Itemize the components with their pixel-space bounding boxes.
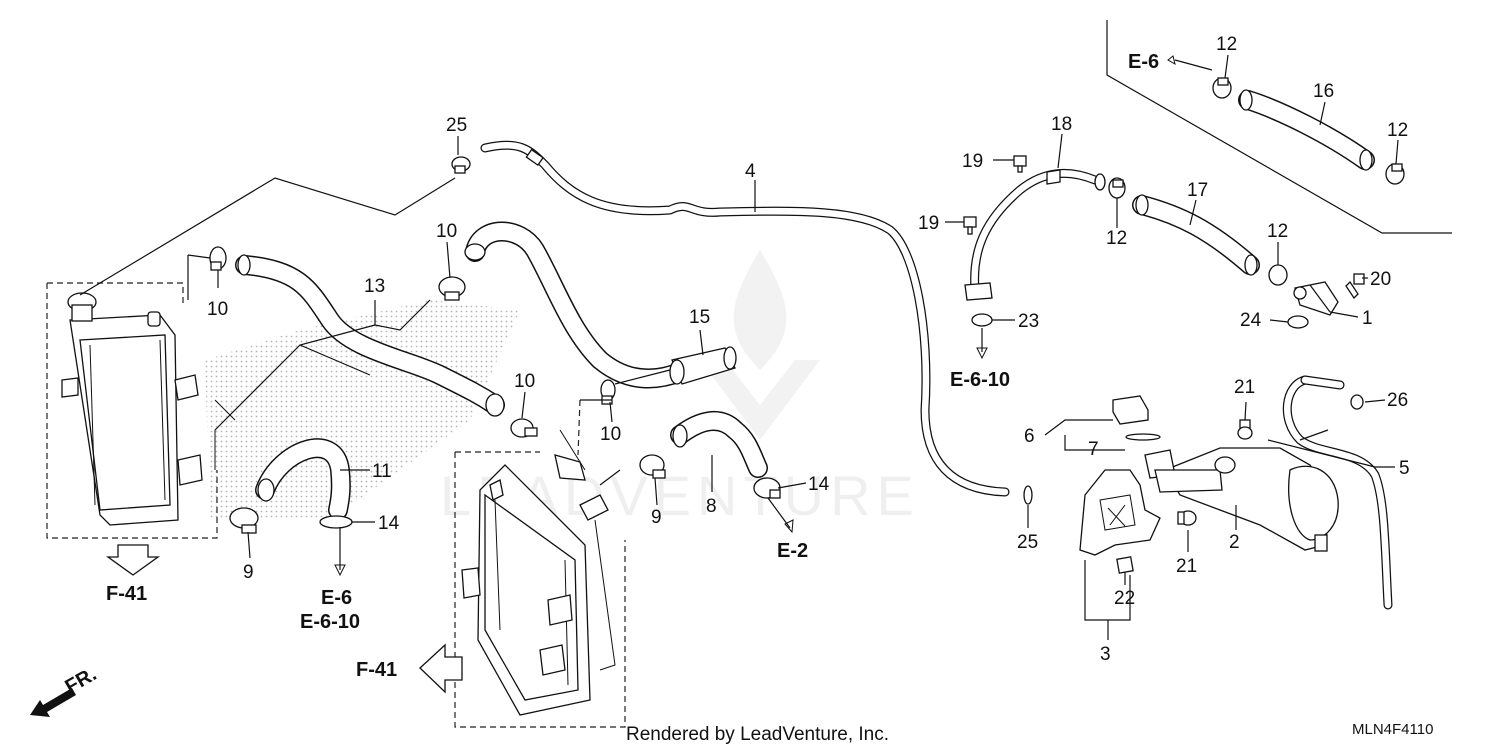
callout-10: 10 xyxy=(600,424,621,445)
ref-e6-top: E-6 xyxy=(1128,51,1159,73)
oring-23 xyxy=(971,313,993,327)
hose-13 xyxy=(235,254,505,417)
bolt-21a xyxy=(1237,419,1253,440)
f41-center-arrow: F-41 xyxy=(356,643,463,694)
diagram-code: MLN4F4110 xyxy=(1352,721,1433,738)
clip-22 xyxy=(1116,556,1134,574)
ref-e6-10-right: E-6-10 xyxy=(950,369,1010,391)
callout-10: 10 xyxy=(207,299,228,320)
callout-16: 16 xyxy=(1313,81,1334,102)
clip-25b xyxy=(1023,485,1033,505)
ref-e2: E-2 xyxy=(777,540,808,562)
clamp-12a xyxy=(1212,77,1232,99)
hose-16 xyxy=(1238,89,1375,171)
callout-12: 12 xyxy=(1216,34,1237,55)
front-direction-marker: FR. xyxy=(30,663,100,717)
clamp-12c xyxy=(1108,177,1126,199)
ref-f41-center: F-41 xyxy=(356,659,397,681)
hose-17 xyxy=(1132,194,1260,276)
callout-9: 9 xyxy=(651,507,662,528)
callout-1: 1 xyxy=(1362,308,1373,329)
hose-4 xyxy=(480,140,1010,497)
reference-labels: E-6 E-6-10 E-2 E-6 E-6-10 xyxy=(300,51,1159,633)
callout-4: 4 xyxy=(745,161,756,182)
bolt-19b xyxy=(963,216,977,235)
callout-26: 26 xyxy=(1387,390,1408,411)
clamps-right xyxy=(963,77,1405,329)
ref-e6-10-bottom: E-6-10 xyxy=(300,611,360,633)
callout-10: 10 xyxy=(514,371,535,392)
clamp-26 xyxy=(1350,394,1364,410)
bracket-3 xyxy=(1079,469,1161,556)
callout-25: 25 xyxy=(1017,532,1038,553)
callout-19: 19 xyxy=(962,151,983,172)
callout-25: 25 xyxy=(446,115,467,136)
callout-9: 9 xyxy=(243,562,254,583)
clamp-25a xyxy=(451,156,471,174)
callout-12: 12 xyxy=(1106,228,1127,249)
callout-8: 8 xyxy=(706,496,717,517)
hose-8 xyxy=(670,410,768,478)
cap-6 xyxy=(1112,395,1161,441)
reserve-tank-assembly xyxy=(1144,447,1339,552)
bolt-20 xyxy=(1345,273,1365,300)
hose-15 xyxy=(669,346,737,385)
callout-3: 3 xyxy=(1100,644,1111,665)
hose-11 xyxy=(255,438,351,520)
callout-2: 2 xyxy=(1229,532,1240,553)
callout-numbers: 25 10 10 10 10 13 15 4 11 14 9 9 8 14 12… xyxy=(207,34,1410,665)
footer-credit: Rendered by LeadVenture, Inc. xyxy=(626,724,889,745)
clamp-14a xyxy=(319,515,353,529)
callout-7: 7 xyxy=(1088,439,1099,460)
callout-18: 18 xyxy=(1051,114,1072,135)
clamp-12b xyxy=(1385,163,1405,185)
callout-14: 14 xyxy=(808,474,830,495)
clamp-10c xyxy=(510,418,538,438)
tube-5 xyxy=(1282,375,1393,610)
clamp-14b xyxy=(753,477,781,499)
callout-15: 15 xyxy=(689,307,710,328)
f41-left-arrow: F-41 xyxy=(105,544,161,605)
callout-5: 5 xyxy=(1399,458,1410,479)
clamp-10b xyxy=(438,276,466,301)
callout-6: 6 xyxy=(1024,426,1035,447)
boxed-area-16 xyxy=(1106,20,1452,234)
callout-12: 12 xyxy=(1387,120,1408,141)
pipe-1 xyxy=(1293,281,1339,316)
callout-19: 19 xyxy=(918,213,939,234)
leader-lines xyxy=(187,54,1399,640)
callout-14: 14 xyxy=(378,513,400,534)
callout-20: 20 xyxy=(1370,269,1391,290)
clamp-9a xyxy=(229,507,259,534)
clamp-9b xyxy=(639,454,666,479)
clamps-left xyxy=(209,156,781,534)
callout-22: 22 xyxy=(1114,588,1135,609)
callout-10: 10 xyxy=(436,221,457,242)
center-radiator xyxy=(454,399,626,728)
callout-12: 12 xyxy=(1267,221,1288,242)
left-radiator xyxy=(46,282,236,539)
clamp-12d xyxy=(1268,264,1288,286)
callout-24: 24 xyxy=(1240,310,1262,331)
ref-e6-bottom: E-6 xyxy=(321,587,352,609)
callout-21: 21 xyxy=(1234,377,1255,398)
callout-21: 21 xyxy=(1176,556,1197,577)
upper-radiator-hose xyxy=(464,221,690,389)
clamp-10a xyxy=(209,246,227,271)
callout-23: 23 xyxy=(1018,311,1039,332)
bolt-19a xyxy=(1013,155,1027,173)
ref-f41-left: F-41 xyxy=(106,583,147,605)
oring-24 xyxy=(1287,315,1309,329)
callout-17: 17 xyxy=(1187,180,1208,201)
pipe-18 xyxy=(964,168,1106,301)
callout-13: 13 xyxy=(364,276,385,297)
callout-11: 11 xyxy=(372,461,392,482)
bolt-21b xyxy=(1177,510,1197,526)
